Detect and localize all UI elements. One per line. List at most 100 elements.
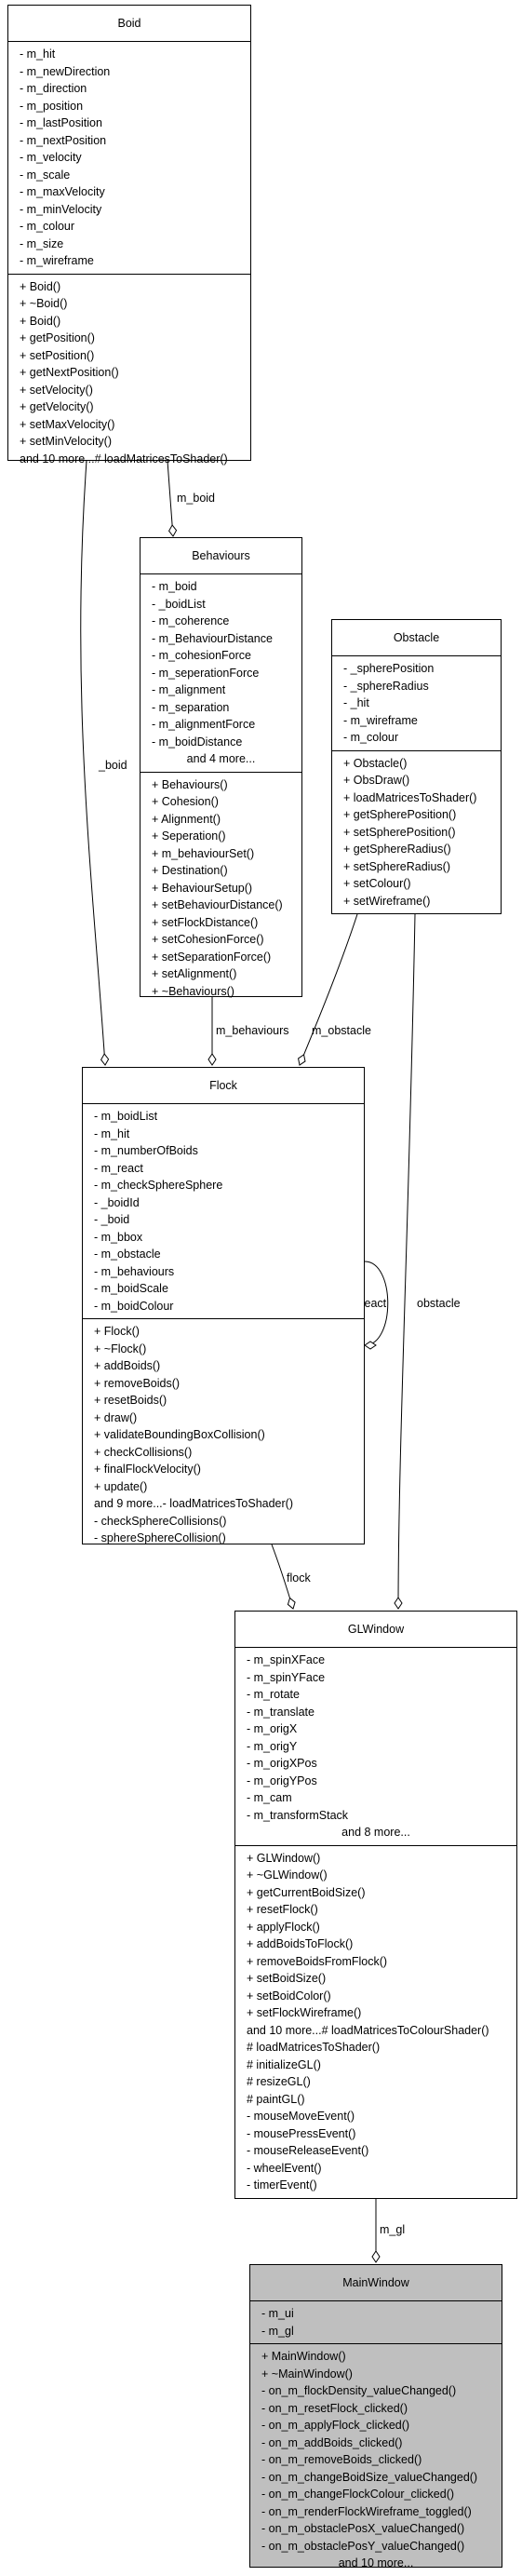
edge-label-m-gl: m_gl (380, 2223, 406, 2236)
method: + setFlockDistance() (152, 915, 259, 929)
class-behaviours[interactable]: Behaviours - m_boid - _boidList - m_cohe… (140, 537, 302, 998)
attribute: - m_lastPosition (20, 116, 102, 129)
attribute: - m_nextPosition (20, 133, 107, 147)
method: + loadMatricesToShader() (343, 790, 477, 804)
attribute: - m_position (20, 99, 84, 113)
method: + setBehaviourDistance() (152, 898, 283, 911)
attribute: - m_checkSphereSphere (94, 1179, 223, 1192)
method: + setVelocity() (20, 383, 93, 397)
attribute: - m_behaviours (94, 1264, 175, 1278)
attribute: - m_origYPos (247, 1774, 317, 1787)
more-attributes: and 8 more... (341, 1826, 410, 1839)
attribute: - m_maxVelocity (20, 185, 105, 198)
attributes-section: - m_boid - _boidList - m_coherence - m_B… (141, 574, 301, 772)
class-title: Obstacle (332, 620, 501, 656)
method: + ~Behaviours() (152, 984, 234, 998)
method: + Seperation() (152, 829, 226, 843)
attribute: - m_colour (343, 731, 399, 744)
method: + getSphereRadius() (343, 843, 451, 856)
attribute: - m_alignmentForce (152, 718, 256, 731)
method: + Flock() (94, 1325, 140, 1338)
method: + checkCollisions() (94, 1445, 193, 1459)
method: + ~MainWindow() (261, 2367, 353, 2380)
method: - on_m_addBoids_clicked() (261, 2435, 403, 2449)
attribute: - m_gl (261, 2324, 294, 2338)
attribute: - m_scale (20, 168, 71, 182)
method: + setFlockWireframe() (247, 2006, 362, 2019)
method: - on_m_obstaclePosY_valueChanged() (261, 2539, 465, 2553)
attribute: - m_hit (20, 47, 56, 61)
method: + setColour() (343, 877, 411, 890)
attribute: - _boidList (152, 597, 206, 611)
class-obstacle[interactable]: Obstacle - _spherePosition - _sphereRadi… (331, 619, 502, 914)
attribute: - m_ui (261, 2307, 294, 2320)
edge-boid-flock (80, 460, 110, 1066)
method: + finalFlockVelocity() (94, 1463, 201, 1476)
method: # resizeGL() (247, 2075, 311, 2088)
method: + MainWindow() (261, 2350, 346, 2363)
method: + setBoidColor() (247, 1989, 331, 2003)
method: + resetFlock() (247, 1903, 318, 1916)
attribute: - m_origX (247, 1722, 298, 1735)
attribute: - m_coherence (152, 614, 230, 627)
method: + validateBoundingBoxCollision() (94, 1428, 265, 1441)
attribute: - m_BehaviourDistance (152, 631, 273, 645)
method: - on_m_resetFlock_clicked() (261, 2401, 408, 2415)
method: - timerEvent() (247, 2178, 317, 2192)
method: - on_m_flockDensity_valueChanged() (261, 2384, 457, 2397)
method: + draw() (94, 1410, 138, 1424)
methods-section: + Behaviours() + Cohesion() + Alignment(… (141, 771, 301, 1005)
method: + setMinVelocity() (20, 435, 112, 448)
attribute: - m_bbox (94, 1230, 143, 1244)
attribute: - m_hit (94, 1126, 130, 1140)
class-title: GLWindow (235, 1612, 516, 1648)
method: + Behaviours() (152, 777, 228, 791)
attribute: - m_boidList (94, 1110, 158, 1123)
methods-section: + Obstacle() + ObsDraw() + loadMatricesT… (332, 749, 501, 914)
method: + Destination() (152, 864, 228, 877)
attribute: - m_newDirection (20, 64, 111, 78)
class-mainwindow[interactable]: MainWindow - m_ui - m_gl + MainWindow() … (249, 2264, 502, 2569)
method: - on_m_removeBoids_clicked() (261, 2453, 422, 2466)
attribute: - m_react (94, 1161, 143, 1175)
method: + setBoidSize() (247, 1972, 327, 1985)
attributes-section: - _spherePosition - _sphereRadius - _hit… (332, 656, 501, 750)
class-flock[interactable]: Flock - m_boidList - m_hit - m_numberOfB… (82, 1067, 365, 1544)
method: + getVelocity() (20, 400, 94, 413)
method: - mouseReleaseEvent() (247, 2144, 369, 2157)
method: + getPosition() (20, 331, 95, 344)
edge-label-obstacle: obstacle (417, 1297, 461, 1310)
method: + update() (94, 1479, 148, 1493)
method: + BehaviourSetup() (152, 881, 253, 895)
method: + addBoids() (94, 1359, 161, 1372)
attribute: - m_colour (20, 220, 75, 233)
attribute: - m_origXPos (247, 1757, 317, 1770)
method: + applyFlock() (247, 1920, 320, 1934)
method: + m_behaviourSet() (152, 846, 255, 860)
attribute: - m_transformStack (247, 1808, 349, 1822)
class-glwindow[interactable]: GLWindow - m_spinXFace - m_spinYFace - m… (234, 1611, 517, 2199)
method: # paintGL() (247, 2092, 305, 2106)
method: + ~Flock() (94, 1342, 147, 1355)
attribute: - m_rotate (247, 1688, 300, 1701)
edge-label-flock: flock (287, 1571, 311, 1585)
method: - checkSphereCollisions() (94, 1514, 227, 1528)
attribute: - _spherePosition (343, 662, 435, 675)
attribute: - m_minVelocity (20, 202, 102, 216)
attribute: - m_boid (152, 580, 197, 593)
attribute: - m_boidDistance (152, 735, 243, 749)
method: and 10 more...# loadMatricesToColourShad… (247, 2023, 489, 2037)
attributes-section: - m_spinXFace - m_spinYFace - m_rotate -… (235, 1648, 516, 1845)
class-title: Flock (83, 1068, 364, 1104)
attributes-section: - m_boidList - m_hit - m_numberOfBoids -… (83, 1104, 364, 1318)
method: # loadMatricesToShader() (247, 2041, 381, 2054)
class-title: MainWindow (250, 2265, 502, 2301)
method: + setSeparationForce() (152, 950, 272, 964)
method: + ~Boid() (20, 297, 68, 310)
method: + GLWindow() (247, 1851, 321, 1865)
edge-obstacle-glwindow (394, 913, 416, 1610)
class-boid[interactable]: Boid - m_hit - m_newDirection - m_direct… (7, 5, 251, 465)
method: - on_m_applyFlock_clicked() (261, 2419, 410, 2432)
method: - wheelEvent() (247, 2161, 322, 2175)
class-title: Behaviours (141, 538, 301, 574)
